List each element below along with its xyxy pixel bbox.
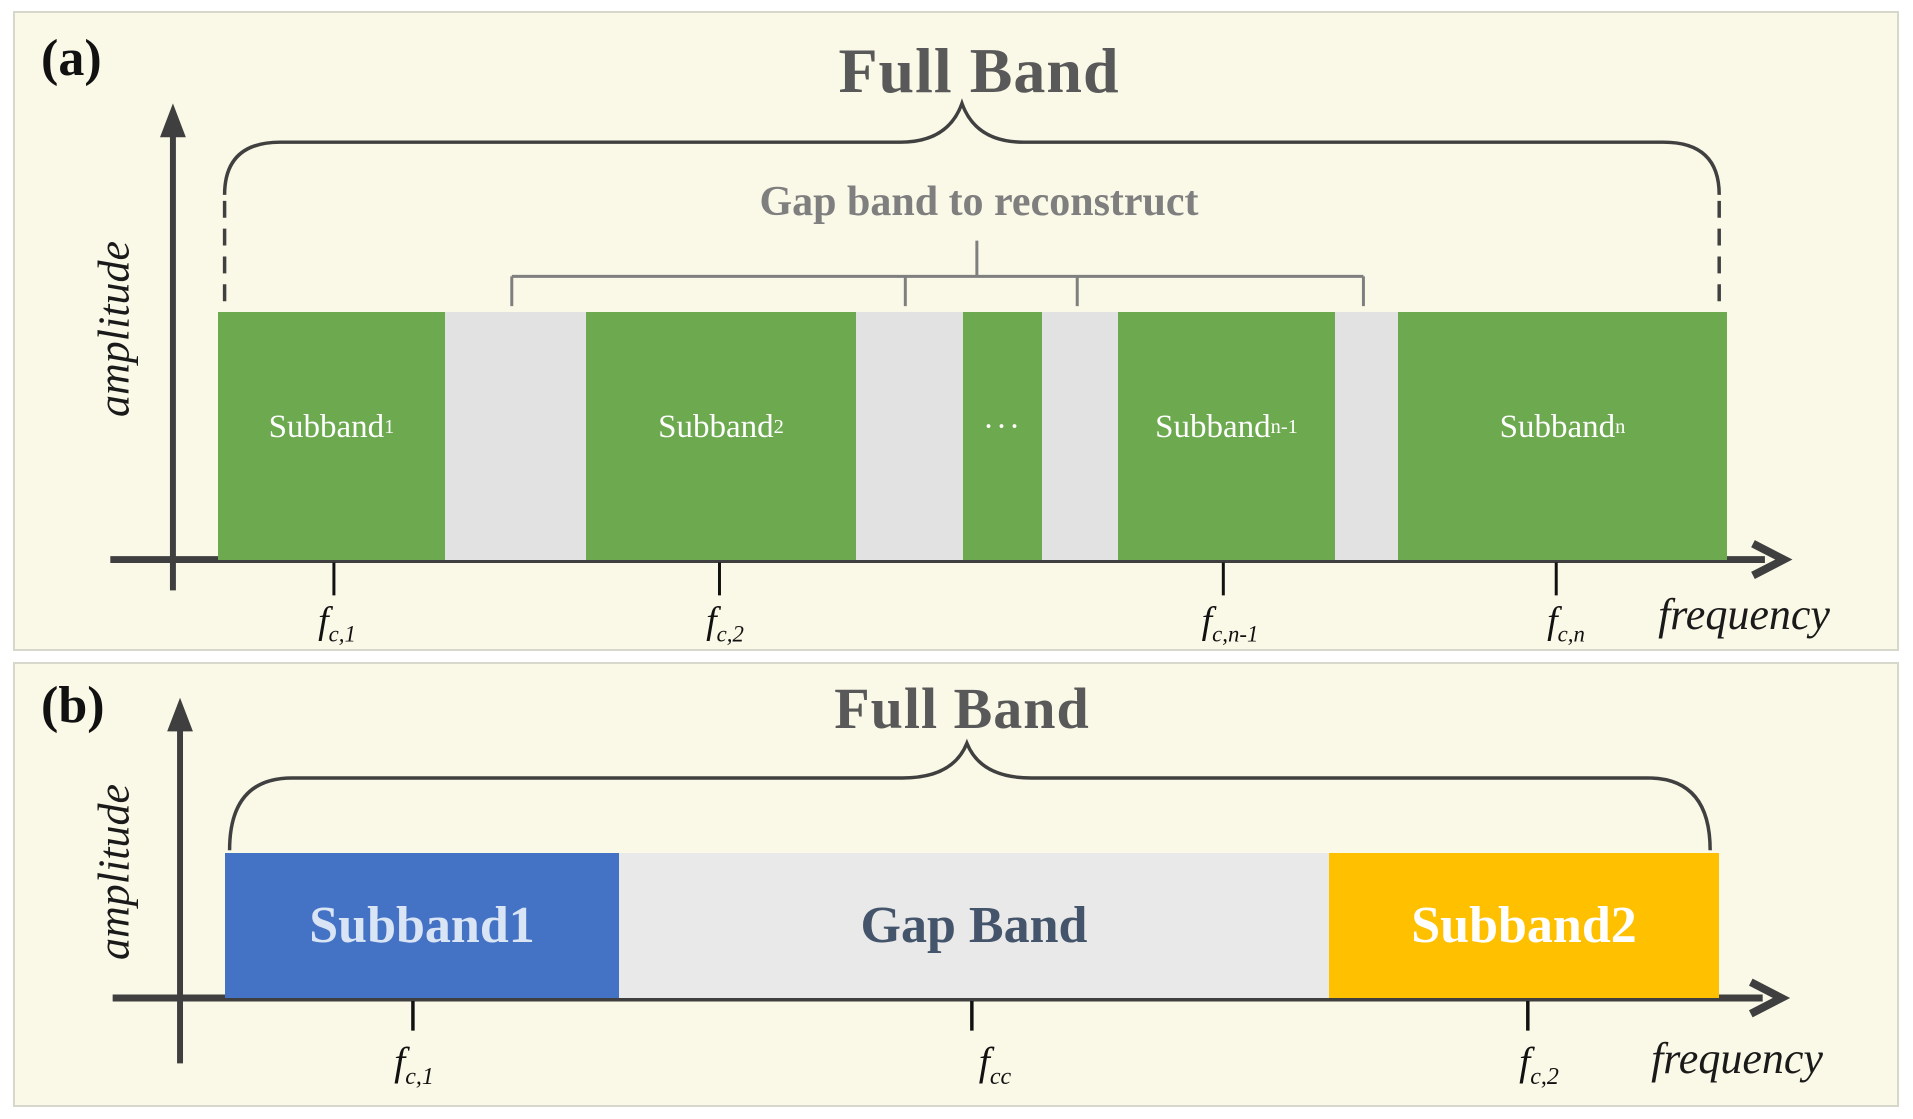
subband1-band: Subband1: [225, 853, 619, 998]
subband-n-1-label: Subband: [1155, 408, 1271, 445]
gap-band-label: Gap Band: [860, 897, 1088, 954]
gap-band-3: [1042, 312, 1118, 560]
panel-b-label: (b): [41, 677, 105, 734]
x-axis-ticks-b: [411, 1000, 1530, 1031]
tick-label-fcn-1-a: fc,n-1: [1201, 600, 1259, 647]
panel-a-title: Full Band: [838, 35, 1120, 106]
tick-label-fcc-b: fcc: [978, 1039, 1012, 1090]
subband-n-label: Subband: [1499, 408, 1616, 445]
tick-label-fc1-a: fc,1: [318, 600, 356, 647]
tick-label-fc2-a: fc,2: [706, 600, 744, 647]
gap-band-annotation: Gap band to reconstruct: [759, 179, 1199, 225]
subband-2-label: Subband: [658, 408, 774, 445]
gap-band-1: [445, 312, 586, 560]
tick-label-fcn-a: fc,n: [1547, 600, 1585, 647]
full-band-brace-b: [227, 738, 1712, 851]
subband2-band: Subband2: [1329, 853, 1719, 998]
y-axis-arrow-a: [160, 103, 186, 138]
gap-band-2: [856, 312, 963, 560]
x-axis-arrow-a: [1751, 540, 1793, 579]
panel-b: (b) Full Band amplitude Subband1 Gap Ban…: [13, 662, 1899, 1107]
tick-label-fc1-b: fc,1: [394, 1039, 434, 1090]
panel-a: (a) Full Band amplitude Gap band to reco…: [13, 11, 1899, 651]
y-axis-arrow-b: [167, 697, 193, 732]
gap-band-4: [1335, 312, 1398, 560]
panel-b-amplitude-axis-label: amplitude: [89, 784, 139, 960]
panel-b-title: Full Band: [834, 676, 1090, 741]
subband2-label: Subband2: [1411, 897, 1637, 954]
x-axis-arrow-b: [1748, 978, 1791, 1018]
ellipsis-band: ···: [963, 312, 1042, 560]
panel-a-amplitude-axis-label: amplitude: [89, 241, 139, 417]
gap-band-bracket: [510, 240, 1365, 307]
gap-band: Gap Band: [619, 853, 1329, 998]
subband-1-label: Subband: [268, 408, 385, 445]
ellipsis-label: ···: [983, 408, 1022, 445]
x-axis-ticks-a: [332, 562, 1558, 596]
tick-label-fc2-b: fc,2: [1519, 1039, 1559, 1090]
panel-a-label: (a): [41, 30, 102, 87]
panel-b-frequency-axis-label: frequency: [1651, 1034, 1823, 1083]
subband1-label: Subband1: [309, 897, 535, 954]
panel-a-frequency-axis-label: frequency: [1658, 590, 1830, 639]
